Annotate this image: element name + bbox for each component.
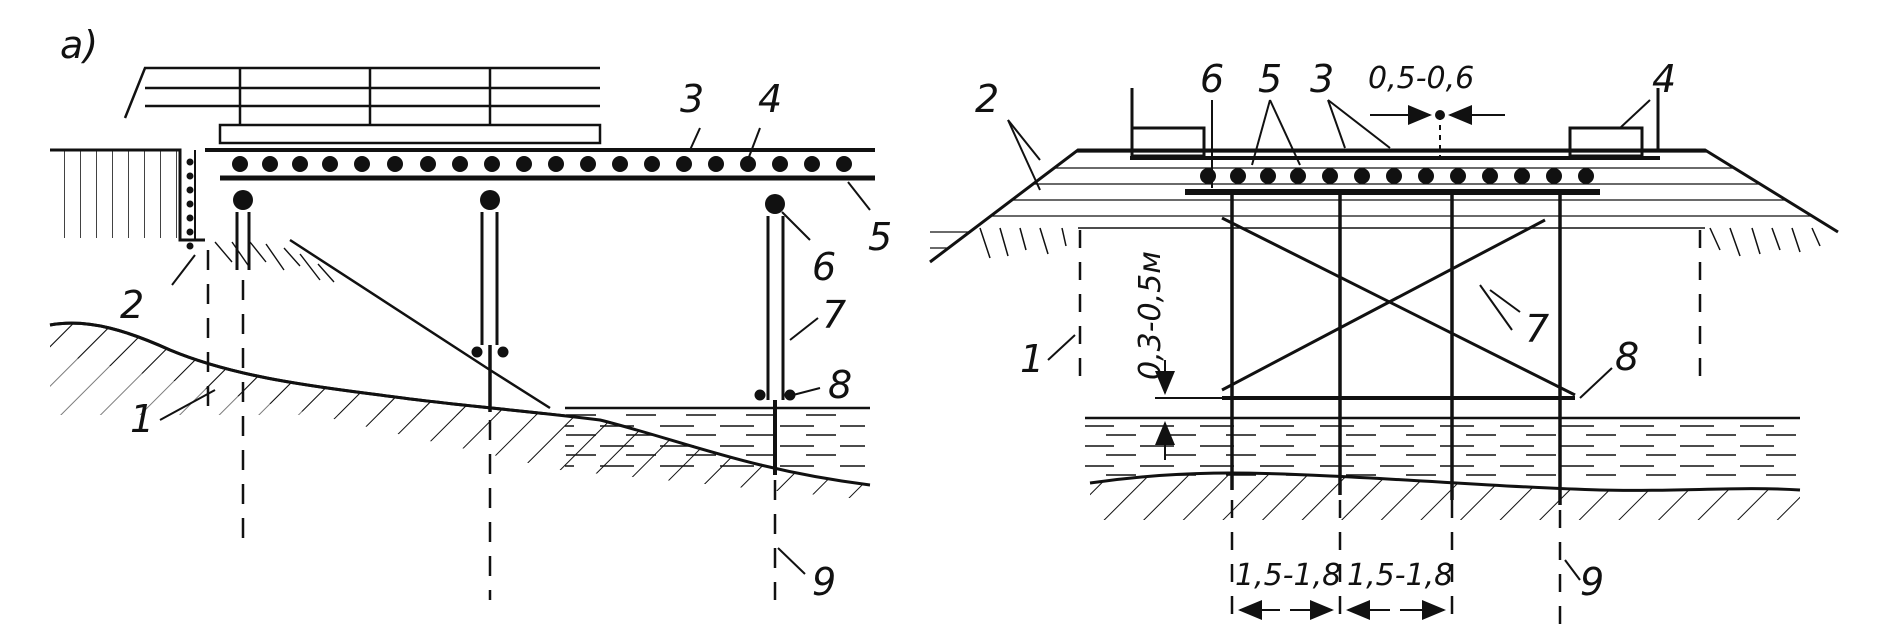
cross-dashed-lines bbox=[1078, 230, 1702, 625]
label-4: 4 bbox=[758, 77, 782, 121]
water-left bbox=[565, 406, 870, 468]
retaining-piles-dots bbox=[186, 158, 194, 250]
cap-beam-3 bbox=[765, 194, 785, 214]
cross-label-2: 2 bbox=[975, 77, 999, 121]
dim-deck-spacing-text: 0,5-0,6 bbox=[1368, 61, 1474, 96]
dim-pile-spacing-1-text: 1,5-1,8 bbox=[1235, 558, 1341, 593]
embankment-slope bbox=[289, 238, 551, 410]
deck-longitudinal bbox=[205, 148, 875, 181]
slope-hatching bbox=[214, 241, 335, 283]
label-6: 6 bbox=[812, 245, 836, 289]
label-1: 1 bbox=[130, 397, 154, 441]
vehicle-outline bbox=[123, 66, 602, 145]
left-view: a) bbox=[0, 23, 892, 604]
right-view: 0,5-0,6 0,3-0,5м 1,5-1,8 1,5-1,8 bbox=[929, 57, 1839, 625]
cross-label-1: 1 bbox=[1020, 337, 1044, 381]
label-5: 5 bbox=[868, 215, 892, 259]
cross-label-7: 7 bbox=[1525, 307, 1549, 351]
cap-beam-2 bbox=[480, 190, 500, 210]
leaders-left bbox=[159, 127, 871, 575]
label-3: 3 bbox=[680, 77, 704, 121]
deck-logs bbox=[1200, 168, 1594, 184]
cross-label-6: 6 bbox=[1200, 57, 1224, 101]
ground-under-embankment bbox=[979, 227, 1821, 259]
cross-label-5: 5 bbox=[1258, 57, 1282, 101]
label-2: 2 bbox=[120, 283, 144, 327]
cross-label-4: 4 bbox=[1652, 57, 1676, 101]
pile-extensions-dashed bbox=[206, 250, 777, 600]
cross-label-9: 9 bbox=[1580, 560, 1604, 604]
dim-clearance-text: 0,3-0,5м bbox=[1133, 251, 1168, 380]
water-right bbox=[1085, 416, 1800, 482]
label-8: 8 bbox=[828, 363, 852, 407]
panel-label: a) bbox=[60, 23, 98, 67]
cross-label-8: 8 bbox=[1615, 335, 1639, 379]
cap-beam-1 bbox=[233, 190, 253, 210]
pile-1 bbox=[235, 212, 251, 270]
label-7: 7 bbox=[822, 293, 846, 337]
label-9: 9 bbox=[812, 560, 836, 604]
abutment bbox=[50, 148, 205, 242]
riverbed bbox=[1080, 471, 1810, 550]
leaders-right bbox=[1007, 99, 1651, 581]
dim-deck-spacing bbox=[1370, 105, 1505, 165]
pile-2 bbox=[471, 212, 509, 412]
embankment bbox=[929, 148, 1839, 264]
dim-pile-spacing-2-text: 1,5-1,8 bbox=[1347, 558, 1453, 593]
pile-3 bbox=[754, 216, 796, 475]
dim-clearance bbox=[1155, 360, 1222, 460]
cross-bracing bbox=[1221, 216, 1576, 397]
cross-label-3: 3 bbox=[1310, 57, 1334, 101]
